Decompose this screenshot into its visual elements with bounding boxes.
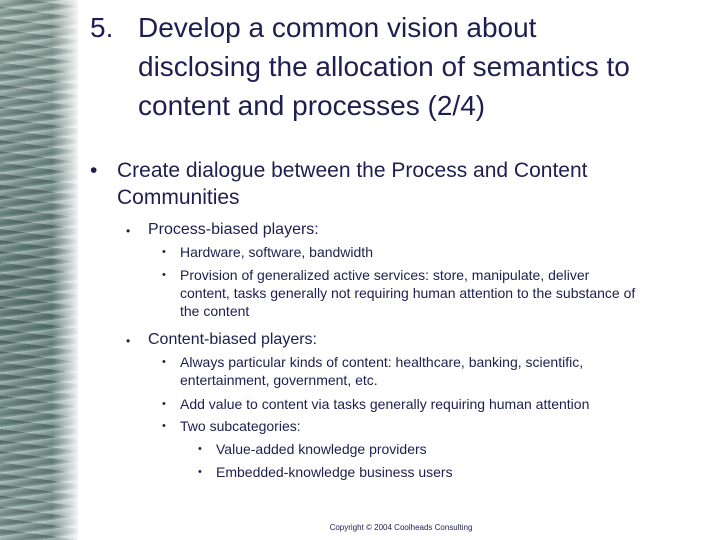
copyright-footer: Copyright © 2004 Coolheads Consulting bbox=[329, 523, 473, 532]
process-players-heading: • Process-biased players: bbox=[126, 220, 319, 240]
list-item-text: content, tasks generally not requiring h… bbox=[180, 285, 636, 301]
list-item: • Value-added knowledge providers bbox=[198, 440, 427, 458]
bullet-icon: • bbox=[162, 398, 166, 410]
bullet-icon: • bbox=[162, 420, 166, 432]
process-players-heading-text: Process-biased players: bbox=[148, 221, 319, 238]
list-item: • Embedded-knowledge business users bbox=[198, 463, 453, 481]
content-players-heading-text: Content-biased players: bbox=[148, 331, 317, 348]
title-number: 5. bbox=[90, 12, 114, 43]
list-item-text: Hardware, software, bandwidth bbox=[180, 244, 373, 260]
bullet-icon: • bbox=[162, 246, 166, 258]
title-line-1: 5. Develop a common vision about bbox=[90, 8, 710, 47]
bullet-icon: • bbox=[198, 443, 202, 455]
bullet-icon: • bbox=[126, 334, 131, 348]
title-text-1: Develop a common vision about bbox=[138, 12, 537, 43]
main-bullet-line-2: Communities bbox=[117, 186, 240, 209]
bullet-icon: • bbox=[90, 159, 98, 182]
title-line-3: content and processes (2/4) bbox=[138, 90, 486, 121]
list-item-text: entertainment, government, etc. bbox=[180, 372, 378, 388]
bullet-icon: • bbox=[126, 224, 131, 238]
list-item: • Hardware, software, bandwidth bbox=[162, 243, 373, 261]
bullet-icon: • bbox=[162, 269, 166, 281]
list-item: • Provision of generalized active servic… bbox=[162, 266, 635, 320]
main-bullet-line-1: Create dialogue between the Process and … bbox=[117, 159, 588, 182]
content-players-heading: • Content-biased players: bbox=[126, 330, 317, 350]
list-item-text: Value-added knowledge providers bbox=[216, 441, 427, 457]
list-item-text: Add value to content via tasks generally… bbox=[180, 396, 590, 412]
list-item-text: Always particular kinds of content: heal… bbox=[180, 354, 584, 370]
list-item-text: Two subcategories: bbox=[180, 418, 301, 434]
slide-title: 5. Develop a common vision about disclosi… bbox=[90, 8, 710, 125]
list-item: • Always particular kinds of content: he… bbox=[162, 353, 583, 389]
list-item: • Two subcategories: bbox=[162, 417, 301, 435]
list-item-text: Embedded-knowledge business users bbox=[216, 464, 453, 480]
list-item: • Add value to content via tasks general… bbox=[162, 395, 589, 413]
list-item-text: Provision of generalized active services… bbox=[180, 267, 590, 283]
list-item-text: the content bbox=[180, 303, 250, 319]
bullet-icon: • bbox=[162, 356, 166, 368]
main-bullet: • Create dialogue between the Process an… bbox=[90, 157, 587, 211]
bullet-icon: • bbox=[198, 466, 202, 478]
water-texture-image bbox=[0, 0, 78, 540]
title-line-2: disclosing the allocation of semantics t… bbox=[138, 51, 630, 82]
